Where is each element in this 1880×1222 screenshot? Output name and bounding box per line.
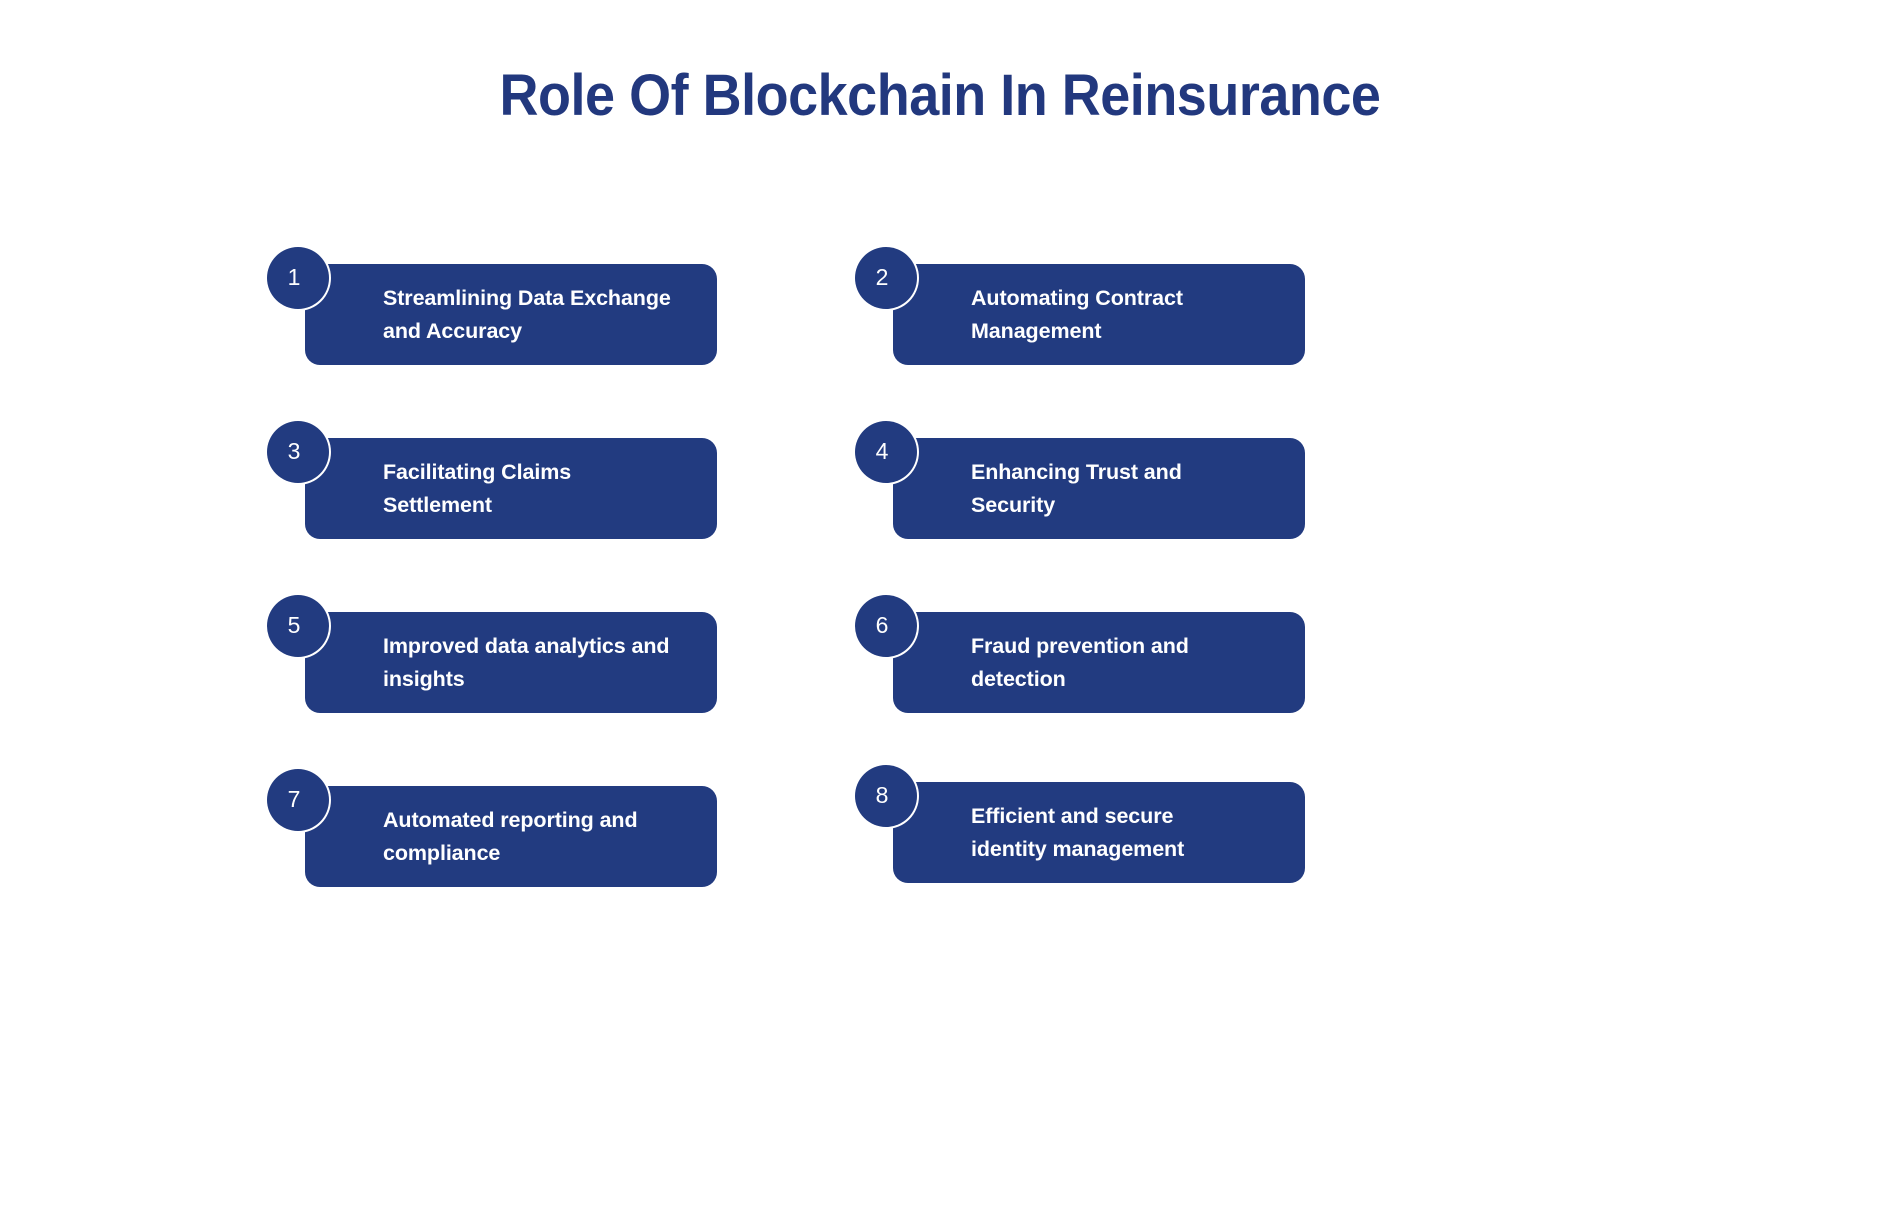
card-text-line2: Security <box>971 492 1056 517</box>
card-text-line1: Facilitating Claims <box>383 459 572 484</box>
card-number-badge: 7 <box>267 769 329 831</box>
card-text-line1: Streamlining Data Exchange <box>383 285 671 310</box>
card-text: Enhancing Trust and Security <box>971 456 1301 522</box>
card-text: Fraud prevention and detection <box>971 630 1301 696</box>
card-number-badge: 2 <box>855 247 917 309</box>
card-text-line2: insights <box>383 666 465 691</box>
card-text-line2: Management <box>971 318 1102 343</box>
card-number-label: 7 <box>287 785 301 812</box>
card-number-badge: 4 <box>855 421 917 483</box>
page-title: Role Of Blockchain In Reinsurance <box>499 63 1381 128</box>
card-item[interactable]: 8 Efficient and secure identity manageme… <box>855 765 1305 883</box>
card-number-badge: 8 <box>855 765 917 827</box>
card-number-badge: 3 <box>267 421 329 483</box>
card-text-line2: Settlement <box>383 492 492 517</box>
card-item[interactable]: 1 Streamlining Data Exchange and Accurac… <box>267 247 717 365</box>
card-text-line1: Automating Contract <box>971 285 1183 310</box>
card-text-line1: Automated reporting and <box>383 807 638 832</box>
card-number-label: 4 <box>875 437 889 464</box>
card-text: Efficient and secure identity management <box>971 800 1301 866</box>
card-text: Facilitating Claims Settlement <box>383 456 713 522</box>
card-number-badge: 1 <box>267 247 329 309</box>
card-number-label: 8 <box>875 781 889 808</box>
card-text: Streamlining Data Exchange and Accuracy <box>383 282 713 348</box>
card-text: Automated reporting and compliance <box>383 804 713 870</box>
card-number-label: 1 <box>287 263 301 290</box>
card-text-line1: Enhancing Trust and <box>971 459 1182 484</box>
card-number-label: 6 <box>875 611 889 638</box>
card-text-line2: compliance <box>383 840 501 865</box>
card-number-label: 5 <box>287 611 301 638</box>
card-number-label: 3 <box>287 437 301 464</box>
card-number-badge: 6 <box>855 595 917 657</box>
card-text-line1: Efficient and secure <box>971 803 1174 828</box>
card-text: Automating Contract Management <box>971 282 1301 348</box>
card-item[interactable]: 7 Automated reporting and compliance <box>267 769 717 887</box>
card-text-line1: Improved data analytics and <box>383 633 670 658</box>
card-item[interactable]: 3 Facilitating Claims Settlement <box>267 421 717 539</box>
card-number-badge: 5 <box>267 595 329 657</box>
card-number-label: 2 <box>875 263 889 290</box>
card-item[interactable]: 5 Improved data analytics and insights <box>267 595 717 713</box>
card-item[interactable]: 6 Fraud prevention and detection <box>855 595 1305 713</box>
card-text-line2: identity management <box>971 836 1185 861</box>
card-text: Improved data analytics and insights <box>383 630 713 696</box>
card-text-line2: and Accuracy <box>383 318 523 343</box>
card-item[interactable]: 2 Automating Contract Management <box>855 247 1305 365</box>
card-text-line2: detection <box>971 666 1066 691</box>
card-item[interactable]: 4 Enhancing Trust and Security <box>855 421 1305 539</box>
card-text-line1: Fraud prevention and <box>971 633 1189 658</box>
